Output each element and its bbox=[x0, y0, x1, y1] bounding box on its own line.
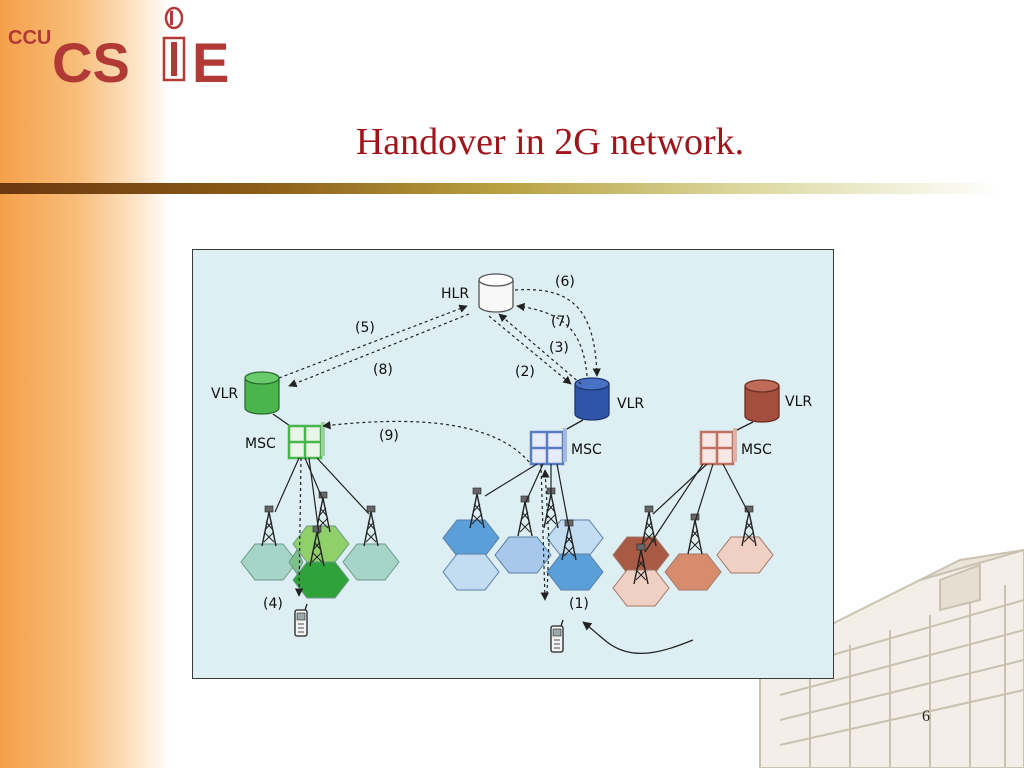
step-7-label: (7) bbox=[551, 314, 571, 330]
slide-title: Handover in 2G network. bbox=[355, 121, 745, 163]
step-4-label: (4) bbox=[263, 596, 283, 612]
mobile-phone-center bbox=[550, 619, 564, 653]
step-6-label: (6) bbox=[555, 274, 575, 290]
page-number: 6 bbox=[922, 708, 930, 725]
mobile-phone-left bbox=[294, 603, 308, 637]
step-8-label: (8) bbox=[373, 362, 393, 378]
vlr-right-label: VLR bbox=[785, 394, 812, 410]
hlr-label: HLR bbox=[441, 286, 469, 302]
msc-center-switch bbox=[529, 428, 567, 466]
building-watermark bbox=[759, 548, 1024, 768]
movement-arrow bbox=[582, 621, 694, 655]
step-3-label: (3) bbox=[549, 340, 569, 356]
logo-e-text: E bbox=[192, 31, 229, 94]
vlr-left-database bbox=[244, 371, 280, 415]
vlr-right-database bbox=[744, 379, 780, 423]
msc-to-bts-links bbox=[274, 457, 750, 553]
step-2-label: (2) bbox=[515, 364, 535, 380]
logo-i-mark bbox=[162, 6, 186, 82]
title-divider bbox=[0, 183, 1000, 194]
hlr-database bbox=[478, 273, 514, 313]
vlr-center-database bbox=[574, 377, 610, 421]
step-1-label: (1) bbox=[569, 596, 589, 612]
signalling-arrows bbox=[278, 288, 601, 601]
vlr-center-label: VLR bbox=[617, 396, 644, 412]
step-9-label: (9) bbox=[379, 428, 399, 444]
logo-cs-text: CS bbox=[52, 31, 130, 94]
ccu-csie-logo: CCU CS E bbox=[8, 6, 229, 94]
msc-right-label: MSC bbox=[741, 442, 772, 458]
msc-right-switch bbox=[699, 428, 737, 466]
vlr-left-label: VLR bbox=[211, 386, 238, 402]
left-gradient-band bbox=[0, 0, 170, 768]
right-cell-cluster bbox=[612, 536, 774, 607]
handover-diagram: HLR VLR VLR VLR MSC MSC M bbox=[192, 249, 834, 679]
msc-left-switch bbox=[287, 422, 325, 460]
logo-ccu-text: CCU bbox=[8, 27, 51, 49]
left-cell-cluster bbox=[240, 525, 400, 599]
msc-center-label: MSC bbox=[571, 442, 602, 458]
center-cell-cluster bbox=[442, 519, 604, 591]
step-5-label: (5) bbox=[355, 320, 375, 336]
msc-left-label: MSC bbox=[245, 436, 276, 452]
